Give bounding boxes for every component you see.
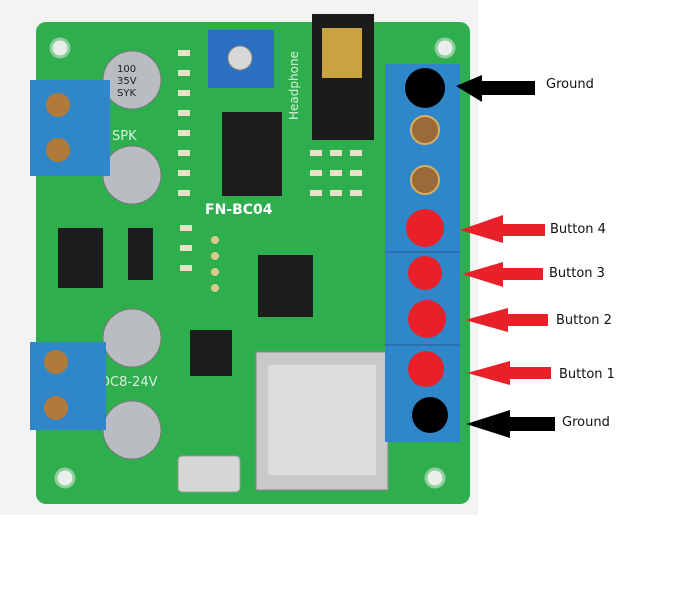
button2-marker (408, 300, 446, 338)
label-button4: Button 4 (550, 222, 606, 237)
annotation-arrows (456, 75, 555, 438)
label-button3: Button 3 (549, 266, 605, 281)
arrow-button4 (460, 215, 545, 243)
svg-text:SYK: SYK (117, 88, 136, 99)
ground-marker-bottom (412, 397, 448, 433)
model-silkscreen: FN-BC04 (205, 202, 273, 218)
arrow-button2 (465, 308, 548, 332)
usb-port (177, 455, 241, 493)
headphone-silkscreen: Headphone (287, 51, 301, 120)
arrow-ground-bottom (466, 410, 555, 438)
test-pads (211, 236, 219, 292)
button-terminal-block (385, 64, 460, 442)
speaker-terminal (30, 80, 110, 176)
label-button1: Button 1 (559, 367, 615, 382)
regulator (58, 228, 103, 288)
svg-text:100: 100 (117, 64, 136, 75)
power-terminal (30, 342, 106, 430)
ground-marker-top (405, 68, 445, 108)
mounting-holes (49, 37, 456, 489)
amplifier-chip (222, 112, 282, 196)
svg-text:35V: 35V (117, 76, 137, 87)
flash-chip (190, 330, 232, 376)
mp3-decoder-chip (258, 255, 313, 317)
label-button2: Button 2 (556, 313, 612, 328)
arrow-ground-top (456, 75, 535, 102)
label-ground-top: Ground (546, 77, 594, 92)
spk-silkscreen: SPK (112, 129, 137, 144)
arrow-button3 (462, 262, 543, 287)
power-silkscreen: DC8-24V (100, 375, 158, 390)
button1-marker (408, 351, 444, 387)
button3-marker (408, 256, 442, 290)
arrow-button1 (467, 361, 551, 385)
button4-marker (406, 209, 444, 247)
label-ground-bottom: Ground (562, 415, 610, 430)
smd-components (178, 50, 362, 271)
